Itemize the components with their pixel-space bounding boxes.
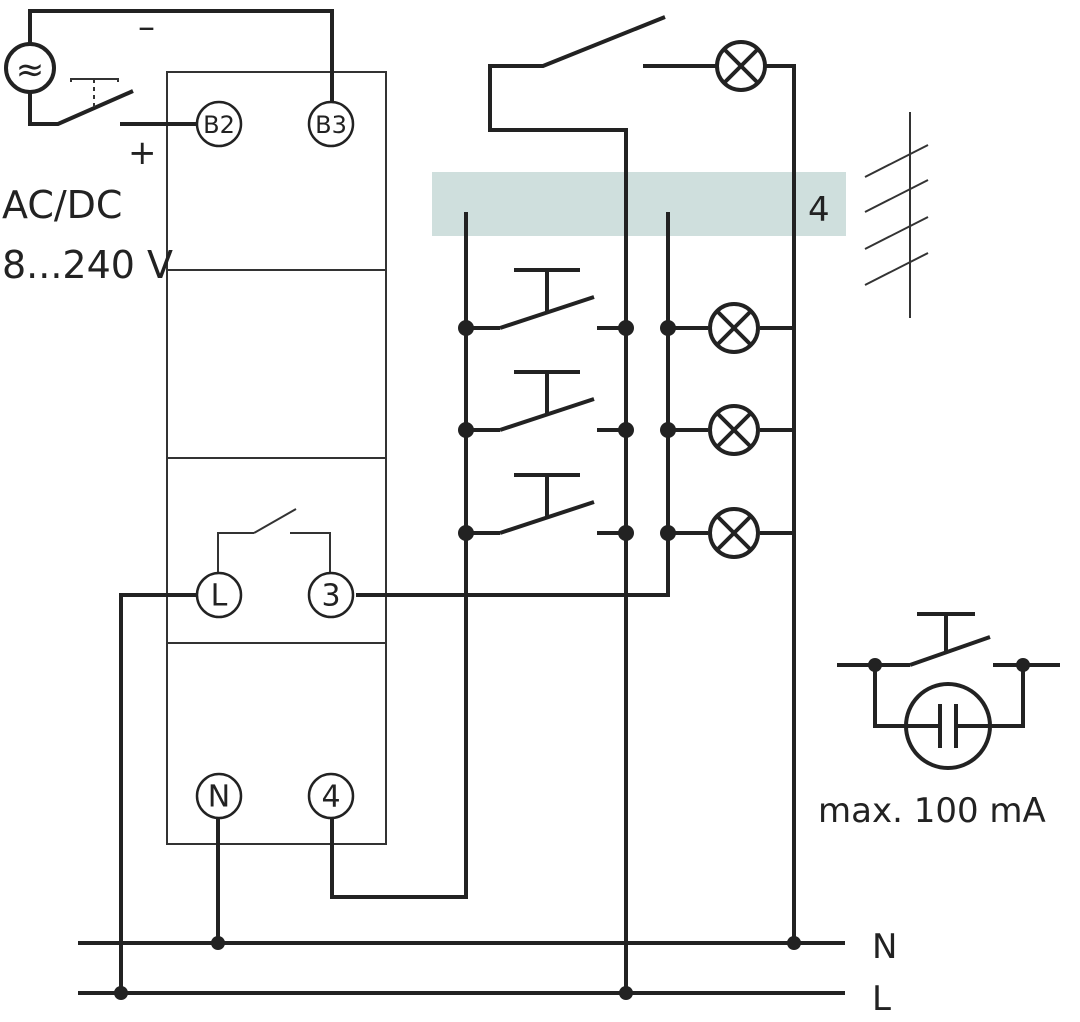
cable-band (432, 172, 846, 236)
illuminated-pushbutton-icon (837, 612, 1060, 770)
lamp-icon (715, 40, 767, 92)
cable-hatch-icon (864, 112, 929, 318)
lamp-icon (708, 507, 760, 559)
terminal-n: N (195, 772, 243, 820)
relay-device (166, 71, 387, 845)
junction-dots (114, 320, 801, 1000)
wire-count-label: 4 (808, 190, 830, 230)
svg-text:N: N (208, 780, 230, 815)
ac-symbol: ≈ (16, 50, 45, 90)
minus-sign: – (138, 7, 155, 47)
ac-dc-source-icon (4, 42, 56, 94)
glow-lamp-current-note: max. 100 mA (818, 791, 1046, 831)
line-label: L (872, 979, 891, 1019)
svg-text:B2: B2 (203, 111, 235, 139)
internal-relay-contact (217, 508, 331, 575)
staircase-wiring (119, 15, 796, 993)
terminal-4: 4 (307, 772, 355, 820)
terminal-b3: B3 (307, 100, 355, 148)
lamp-icon (708, 302, 760, 354)
plus-sign: + (128, 133, 157, 173)
supply-type-label: AC/DC (2, 183, 122, 227)
control-supply-circuit: ≈ (4, 9, 334, 126)
supply-range-label: 8...240 V (2, 243, 173, 287)
terminal-b2: B2 (195, 100, 243, 148)
svg-text:4: 4 (321, 780, 340, 815)
pushbutton-row-1 (466, 268, 626, 330)
terminal-3: 3 (307, 571, 355, 619)
svg-text:B3: B3 (315, 111, 347, 139)
pushbutton-row-3 (466, 473, 626, 535)
terminal-l: L (195, 571, 243, 619)
neutral-label: N (872, 927, 897, 967)
pushbutton-row-2 (466, 370, 626, 432)
svg-text:3: 3 (321, 579, 340, 614)
svg-text:L: L (211, 579, 228, 614)
lamp-icon (708, 404, 760, 456)
